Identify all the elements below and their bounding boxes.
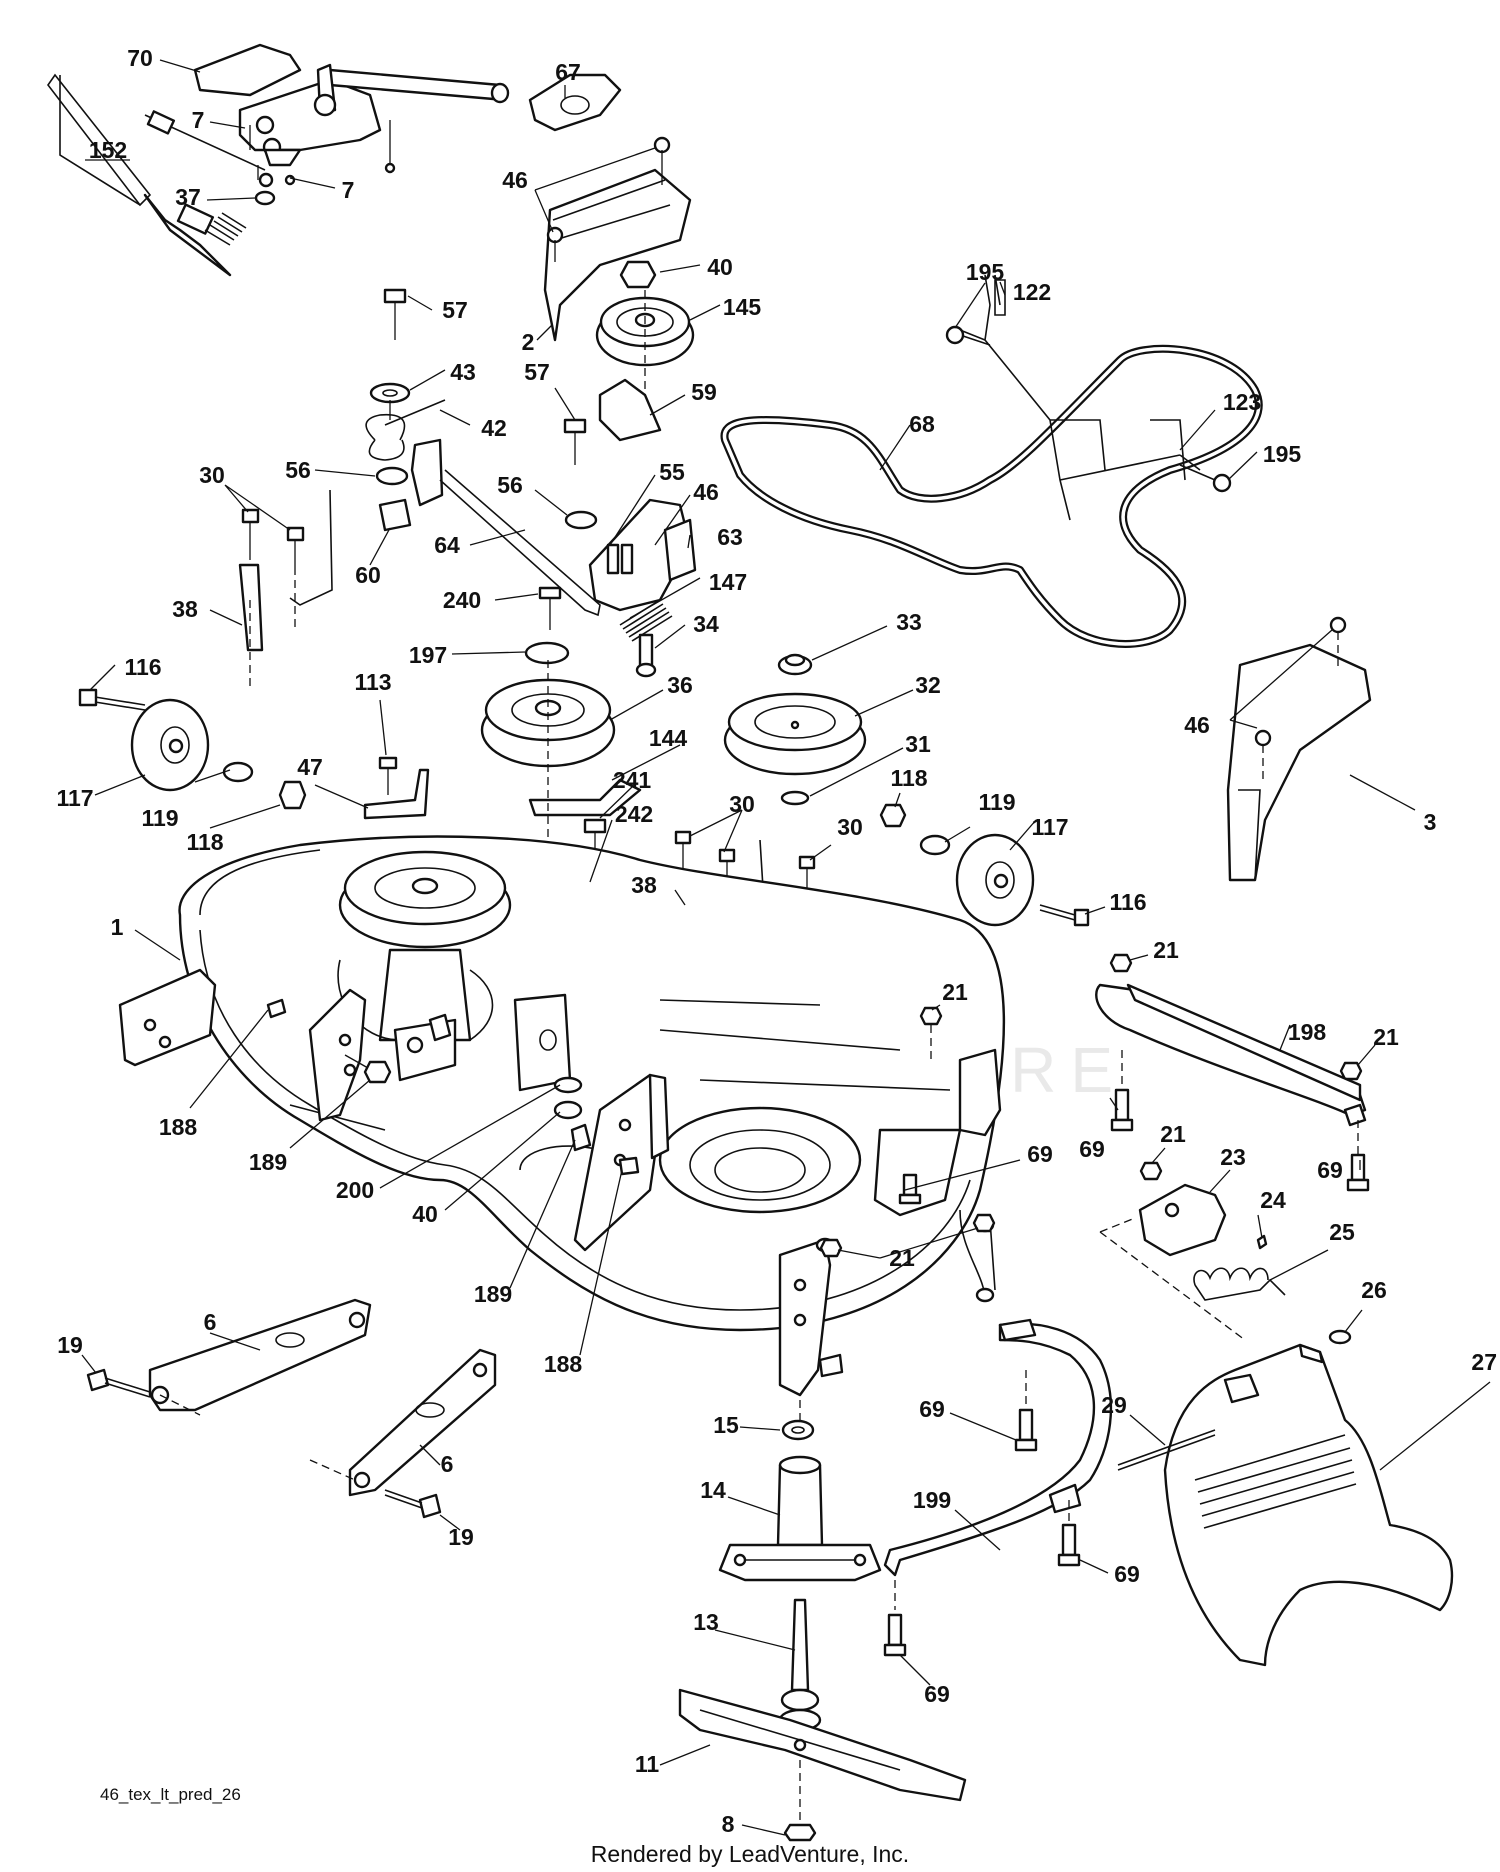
callout-label: 117 — [56, 785, 93, 811]
callout-label: 30 — [199, 462, 225, 488]
callout-label: 119 — [141, 805, 178, 831]
callout-label: 7 — [192, 107, 205, 133]
callout-label: 19 — [448, 1524, 474, 1550]
callout-label: 47 — [297, 754, 323, 780]
callout-label: 145 — [723, 294, 762, 320]
callout-label: 37 — [175, 184, 201, 210]
callout-label: 116 — [124, 654, 161, 680]
callout-label: 46 — [693, 479, 719, 505]
callout-label: 2 — [522, 329, 535, 355]
callout-label: 46 — [502, 167, 528, 193]
callout-label: 118 — [186, 829, 223, 855]
callout-label: 242 — [615, 801, 653, 827]
callout-label: 59 — [691, 379, 717, 405]
callout-label: 189 — [474, 1281, 512, 1307]
callout-label: 21 — [942, 979, 968, 1005]
callout-label: 57 — [524, 359, 550, 385]
callout-label: 63 — [717, 524, 743, 550]
callout-label: 117 — [1031, 814, 1068, 840]
callout-label: 152 — [89, 137, 127, 163]
callout-label: 69 — [1079, 1136, 1105, 1162]
callout-label: 43 — [450, 359, 476, 385]
callout-label: 189 — [249, 1149, 287, 1175]
callout-labels: 70 7 7 152 37 67 46 40 2 145 57 43 42 56… — [56, 45, 1497, 1837]
callout-label: 69 — [924, 1681, 950, 1707]
callout-label: 69 — [1027, 1141, 1053, 1167]
callout-label: 1 — [111, 914, 124, 940]
callout-label: 30 — [729, 791, 755, 817]
callout-label: 7 — [342, 177, 355, 203]
callout-label: 34 — [693, 611, 719, 637]
callout-label: 123 — [1223, 389, 1261, 415]
callout-label: 144 — [649, 725, 688, 751]
callout-label: 199 — [913, 1487, 951, 1513]
callout-label: 30 — [837, 814, 863, 840]
callout-label: 6 — [441, 1451, 454, 1477]
callout-label: 195 — [1263, 441, 1302, 467]
callout-label: 46 — [1184, 712, 1210, 738]
callout-label: 241 — [613, 767, 652, 793]
callout-label: 64 — [434, 532, 460, 558]
callout-label: 32 — [915, 672, 941, 698]
callout-label: 60 — [355, 562, 381, 588]
callout-label: 26 — [1361, 1277, 1387, 1303]
callout-label: 6 — [204, 1309, 217, 1335]
callout-label: 24 — [1260, 1187, 1286, 1213]
callout-label: 56 — [497, 472, 523, 498]
callout-label: 23 — [1220, 1144, 1246, 1170]
callout-label: 15 — [713, 1412, 739, 1438]
callout-label: 19 — [57, 1332, 83, 1358]
callout-label: 69 — [1317, 1157, 1343, 1183]
callout-label: 31 — [905, 731, 931, 757]
callout-label: 21 — [1160, 1121, 1186, 1147]
callout-label: 116 — [1109, 889, 1146, 915]
callout-label: 11 — [635, 1751, 660, 1777]
callout-label: 21 — [1373, 1024, 1399, 1050]
callout-label: 29 — [1101, 1392, 1127, 1418]
callout-label: 33 — [896, 609, 922, 635]
callout-label: 25 — [1329, 1219, 1355, 1245]
callout-label: 195 — [966, 259, 1005, 285]
callout-label: 21 — [889, 1245, 915, 1271]
callout-label: 38 — [172, 596, 198, 622]
callout-label: 70 — [127, 45, 153, 71]
callout-label: 40 — [412, 1201, 438, 1227]
callout-label: 198 — [1288, 1019, 1327, 1045]
callout-label: 42 — [481, 415, 507, 441]
leader-lines — [81, 59, 1491, 1836]
callout-label: 197 — [409, 642, 447, 668]
callout-label: 57 — [442, 297, 468, 323]
part-drawings — [47, 43, 1454, 1842]
callout-label: 8 — [722, 1811, 735, 1837]
callout-label: 56 — [285, 457, 311, 483]
callout-label: 188 — [544, 1351, 583, 1377]
callout-label: 147 — [709, 569, 747, 595]
callout-label: 3 — [1424, 809, 1437, 835]
callout-label: 68 — [909, 411, 935, 437]
callout-label: 200 — [336, 1177, 374, 1203]
callout-label: 38 — [631, 872, 657, 898]
callout-label: 69 — [1114, 1561, 1140, 1587]
callout-label: 14 — [700, 1477, 726, 1503]
callout-label: 69 — [919, 1396, 945, 1422]
drawing-code: 46_tex_lt_pred_26 — [100, 1785, 241, 1804]
callout-label: 67 — [555, 59, 581, 85]
callout-label: 40 — [707, 254, 733, 280]
callout-label: 36 — [667, 672, 693, 698]
callout-label: 240 — [443, 587, 481, 613]
callout-label: 188 — [159, 1114, 198, 1140]
render-credit: Rendered by LeadVenture, Inc. — [591, 1841, 909, 1867]
callout-label: 55 — [659, 459, 685, 485]
callout-label: 119 — [978, 789, 1015, 815]
callout-label: 113 — [354, 669, 391, 695]
callout-label: 13 — [693, 1609, 719, 1635]
callout-label: 27 — [1471, 1349, 1497, 1375]
callout-label: 122 — [1013, 279, 1051, 305]
callout-label: 118 — [890, 765, 927, 791]
callout-label: 21 — [1153, 937, 1179, 963]
